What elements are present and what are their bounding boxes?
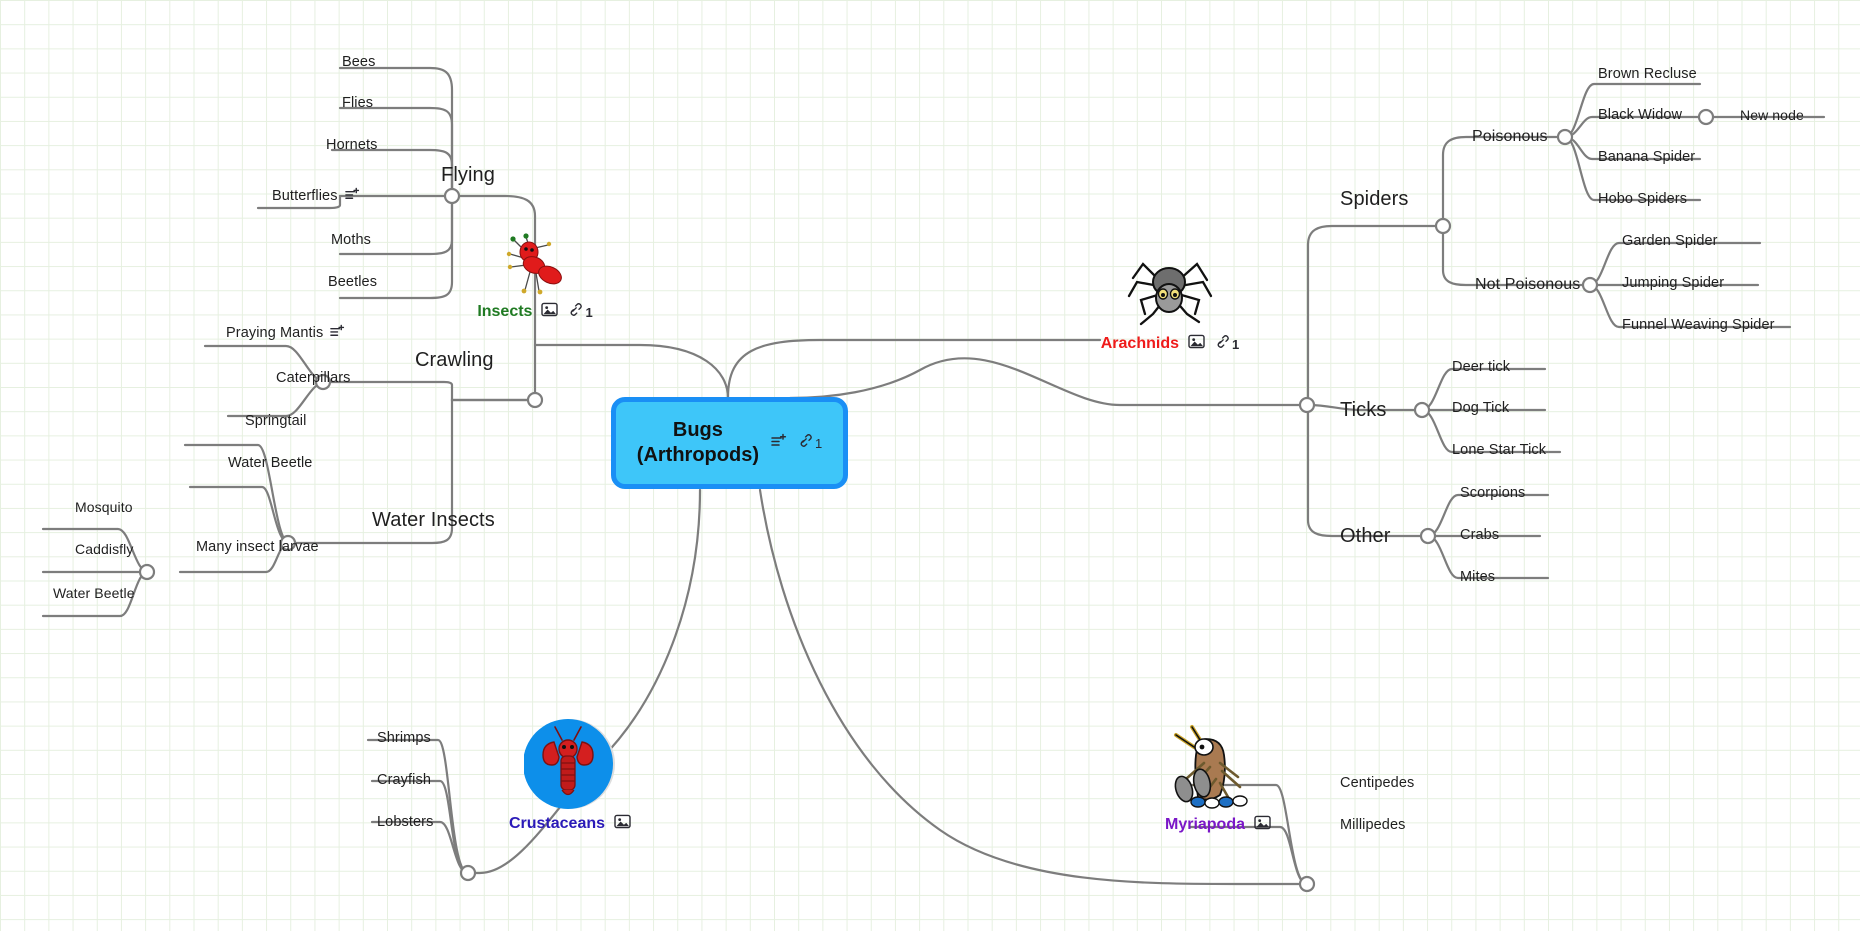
node-mosquito[interactable]: Mosquito <box>75 499 133 515</box>
node-banana-spider[interactable]: Banana Spider <box>1598 149 1696 165</box>
insects-caption: Insects 1 <box>477 302 593 322</box>
grey-spider-illustration <box>1127 262 1213 326</box>
node-deer-tick[interactable]: Deer tick <box>1452 359 1511 375</box>
hub-black-widow <box>1697 108 1715 126</box>
node-brown-recluse[interactable]: Brown Recluse <box>1598 66 1697 82</box>
insects-link-count: 1 <box>585 304 593 320</box>
link-count: 1 <box>814 435 823 451</box>
hub-other <box>1419 527 1437 545</box>
note-add-icon[interactable] <box>771 433 787 454</box>
node-hornets[interactable]: Hornets <box>326 137 378 153</box>
brown-centipede-illustration <box>1174 725 1248 809</box>
root-label: Bugs (Arthropods) <box>636 419 759 466</box>
node-spiders[interactable]: Spiders <box>1340 188 1409 210</box>
node-not-poisonous[interactable]: Not Poisonous <box>1475 276 1581 293</box>
insects-link-badge[interactable]: 1 <box>567 302 593 322</box>
node-lone-star-tick[interactable]: Lone Star Tick <box>1452 442 1547 458</box>
node-beetles[interactable]: Beetles <box>328 274 378 290</box>
node-arachnids[interactable]: Arachnids 1 <box>1090 252 1250 354</box>
note-add-icon[interactable] <box>344 187 360 207</box>
myriapoda-label: Myriapoda <box>1164 816 1245 833</box>
node-caterpillars[interactable]: Caterpillars <box>276 370 351 386</box>
hub-not-poisonous <box>1581 276 1599 294</box>
arachnids-caption: Arachnids 1 <box>1101 334 1239 354</box>
image-icon[interactable] <box>1254 815 1271 835</box>
crustaceans-label: Crustaceans <box>508 815 606 832</box>
node-hobo-spiders[interactable]: Hobo Spiders <box>1598 191 1688 207</box>
node-insects[interactable]: Insects 1 <box>470 232 600 322</box>
arachnids-link-count: 1 <box>1232 336 1240 352</box>
arachnids-label: Arachnids <box>1100 335 1179 352</box>
node-water-beetle-1[interactable]: Water Beetle <box>228 455 313 471</box>
node-mites[interactable]: Mites <box>1460 569 1496 585</box>
image-icon[interactable] <box>1188 334 1205 354</box>
node-poisonous[interactable]: Poisonous <box>1472 128 1548 145</box>
node-shrimps[interactable]: Shrimps <box>377 730 431 746</box>
node-caddisfly[interactable]: Caddisfly <box>75 541 134 557</box>
hub-flying <box>443 187 461 205</box>
node-crayfish[interactable]: Crayfish <box>377 772 431 788</box>
hub-ticks <box>1413 401 1431 419</box>
node-water-insects[interactable]: Water Insects <box>372 508 495 532</box>
image-icon[interactable] <box>541 302 559 322</box>
node-centipedes[interactable]: Centipedes <box>1340 775 1415 791</box>
hub-spiders <box>1434 217 1452 235</box>
node-crawling[interactable]: Crawling <box>415 348 494 372</box>
root-node[interactable]: Bugs (Arthropods) 1 <box>611 397 848 489</box>
node-moths[interactable]: Moths <box>331 232 371 248</box>
link-icon <box>797 433 812 453</box>
water-insects-label: Water Insects <box>372 509 495 531</box>
node-new-node[interactable]: New node <box>1740 107 1804 123</box>
hub-arachnids <box>1298 396 1316 414</box>
arachnids-link-badge[interactable]: 1 <box>1214 334 1239 354</box>
node-flies[interactable]: Flies <box>342 95 374 111</box>
hub-insects <box>526 391 544 409</box>
insects-label: Insects <box>477 303 533 320</box>
node-scorpions[interactable]: Scorpions <box>1460 485 1526 501</box>
node-butterflies[interactable]: Butterflies <box>272 187 360 207</box>
node-flying[interactable]: Flying <box>441 163 495 187</box>
red-lobster-on-blue-circle <box>524 719 615 809</box>
node-crustaceans[interactable]: Crustaceans <box>495 718 645 834</box>
crawling-label: Crawling <box>415 349 494 371</box>
hub-myriapoda <box>1298 875 1316 893</box>
link-icon <box>567 302 583 322</box>
node-crabs[interactable]: Crabs <box>1460 527 1500 543</box>
node-dog-tick[interactable]: Dog Tick <box>1452 400 1510 416</box>
node-black-widow[interactable]: Black Widow <box>1598 107 1683 123</box>
link-badge[interactable]: 1 <box>797 433 822 453</box>
node-ticks[interactable]: Ticks <box>1340 399 1387 421</box>
red-ant-illustration <box>506 233 562 295</box>
root-badges: 1 <box>771 433 822 454</box>
node-springtail[interactable]: Springtail <box>245 413 307 429</box>
node-bees[interactable]: Bees <box>342 54 376 70</box>
node-lobsters[interactable]: Lobsters <box>377 814 434 830</box>
node-garden-spider[interactable]: Garden Spider <box>1622 233 1718 249</box>
hub-larvae <box>138 563 156 581</box>
node-funnel-weaving-spider[interactable]: Funnel Weaving Spider <box>1622 317 1775 333</box>
link-icon <box>1214 334 1229 354</box>
crustaceans-caption: Crustaceans <box>509 814 631 834</box>
node-praying-mantis[interactable]: Praying Mantis <box>226 324 345 344</box>
node-many-insect-larvae[interactable]: Many insect larvae <box>196 539 319 555</box>
note-add-icon[interactable] <box>330 324 345 344</box>
node-other[interactable]: Other <box>1340 525 1391 547</box>
node-jumping-spider[interactable]: Jumping Spider <box>1622 275 1725 291</box>
node-water-beetle-2[interactable]: Water Beetle <box>53 585 135 601</box>
node-millipedes[interactable]: Millipedes <box>1340 817 1406 833</box>
hub-crustaceans <box>459 864 477 882</box>
myriapoda-caption: Myriapoda <box>1165 815 1271 835</box>
flying-label: Flying <box>441 164 495 186</box>
node-myriapoda[interactable]: Myriapoda <box>1143 723 1293 835</box>
image-icon[interactable] <box>614 814 631 834</box>
hub-poisonous <box>1556 128 1574 146</box>
